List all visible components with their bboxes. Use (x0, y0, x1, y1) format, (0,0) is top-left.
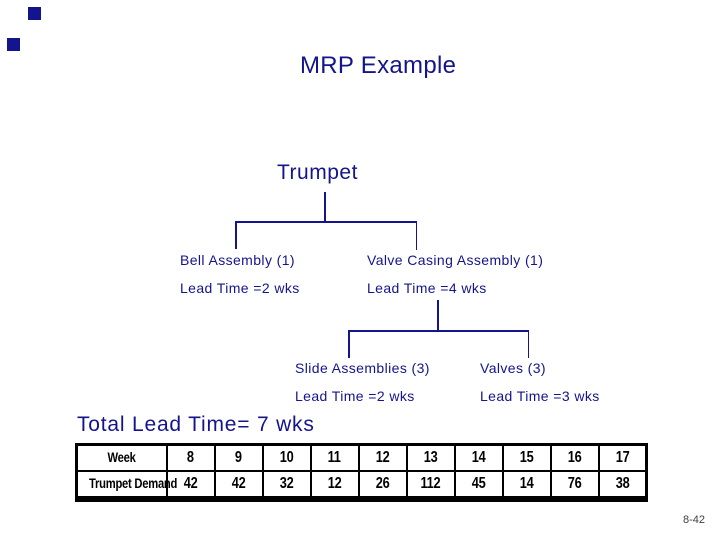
demand-cell: 42 (165, 470, 216, 500)
tree-connector-line (348, 330, 350, 358)
lead-time-bell-assembly: Lead Time =2 wks (180, 280, 300, 296)
total-lead-time-text: Total Lead Time= 7 wks (77, 413, 315, 436)
demand-cell: 38 (597, 470, 648, 500)
demand-cell: 12 (309, 470, 360, 500)
demand-cell: 14 (501, 470, 552, 500)
row-header-week: Week (75, 443, 168, 472)
week-cell: 13 (405, 443, 456, 472)
tree-node-valve-casing: Valve Casing Assembly (1) (367, 252, 544, 268)
demand-cell: 45 (453, 470, 504, 500)
week-cell: 17 (597, 443, 648, 472)
page-number: 8-42 (683, 514, 706, 526)
tree-connector-line (527, 330, 529, 358)
table-row-week: Week 8 9 10 11 12 13 14 15 16 17 (75, 443, 648, 472)
tree-connector-line (235, 221, 237, 249)
week-cell: 10 (261, 443, 312, 472)
demand-cell: 26 (357, 470, 408, 500)
demand-table: Week 8 9 10 11 12 13 14 15 16 17 Trumpet… (75, 443, 648, 502)
tree-connector-line (437, 300, 439, 331)
tree-connector-line (348, 330, 529, 332)
week-cell: 11 (309, 443, 360, 472)
tree-node-slide-assemblies: Slide Assemblies (3) (295, 360, 430, 376)
lead-time-slide-assemblies: Lead Time =2 wks (295, 388, 415, 404)
demand-cell: 42 (213, 470, 264, 500)
week-cell: 12 (357, 443, 408, 472)
decorative-square-icon (28, 7, 41, 20)
week-cell: 15 (501, 443, 552, 472)
week-cell: 16 (549, 443, 600, 472)
tree-connector-line (415, 221, 417, 250)
tree-connector-line (235, 221, 417, 223)
demand-cell: 76 (549, 470, 600, 500)
tree-connector-line (324, 192, 326, 222)
table-row-demand: Trumpet Demand 42 42 32 12 26 112 45 14 … (75, 470, 648, 500)
slide-title: MRP Example (300, 52, 457, 79)
week-cell: 8 (165, 443, 216, 472)
demand-cell: 32 (261, 470, 312, 500)
tree-node-trumpet: Trumpet (277, 161, 358, 184)
row-header-trumpet-demand: Trumpet Demand (75, 470, 177, 500)
week-cell: 14 (453, 443, 504, 472)
week-cell: 9 (213, 443, 264, 472)
lead-time-valve-casing: Lead Time =4 wks (367, 280, 487, 296)
tree-node-bell-assembly: Bell Assembly (1) (180, 252, 295, 268)
demand-cell: 112 (405, 470, 456, 500)
decorative-square-icon (7, 38, 20, 51)
lead-time-valves: Lead Time =3 wks (480, 388, 600, 404)
tree-node-valves: Valves (3) (480, 360, 546, 376)
